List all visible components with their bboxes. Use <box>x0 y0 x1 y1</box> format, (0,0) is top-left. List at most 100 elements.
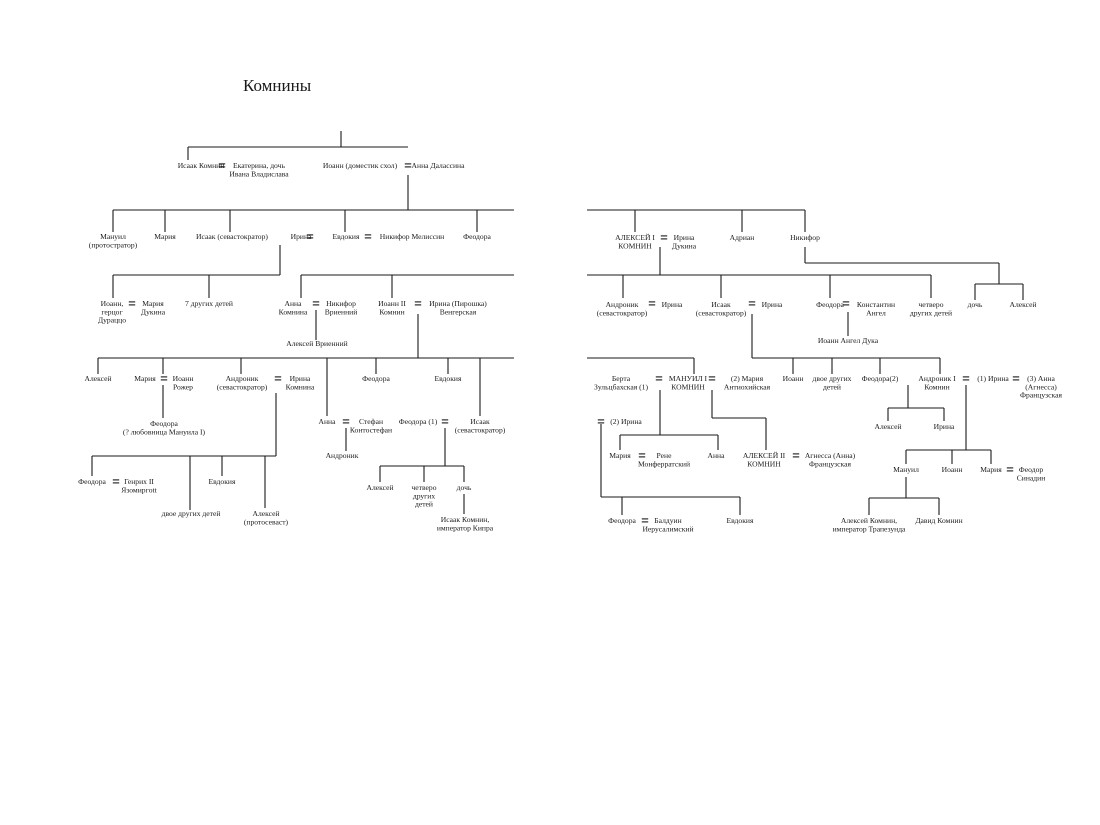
person-label-line: (2) Ирина <box>610 417 642 426</box>
person-label-line: Антиохийская <box>724 382 771 391</box>
person-label-line: Рожер <box>173 382 193 391</box>
person-label-line: Генрих II <box>124 477 154 486</box>
person-label-line: Ирина <box>662 300 683 309</box>
person-label: дочь <box>968 300 983 309</box>
person-label: (2) Ирина <box>610 417 642 426</box>
person-label-line: Давид Комнин <box>915 516 962 525</box>
person-label-line: Иоанн Ангел Дука <box>818 336 879 345</box>
person-label-line: Феодора <box>150 419 178 428</box>
marriage-sign <box>160 376 168 381</box>
person-label: Исаак Комнин,император Кипра <box>437 515 494 532</box>
person-label: Алексей <box>1009 300 1036 309</box>
person-label-line: Ирина <box>762 300 783 309</box>
person-label-line: Андроник I <box>918 374 956 383</box>
person-label-line: Анна <box>285 299 303 308</box>
person-label-line: МАНУИЛ I <box>669 374 708 383</box>
marriage-sign <box>112 479 120 484</box>
person-label-line: Исаак Комнин <box>178 161 225 170</box>
person-label-line: Мария <box>134 374 156 383</box>
person-label-line: Феодора(2) <box>862 374 899 383</box>
person-label: Агнесса (Анна)Французская <box>805 451 856 468</box>
person-label-line: Екатерина, дочь <box>233 161 285 170</box>
marriage-sign <box>274 376 282 381</box>
person-label-line: (3) Анна <box>1027 374 1055 383</box>
person-label: Алексей Комнин,император Трапезунда <box>833 516 906 533</box>
person-label-line: Комнина <box>279 307 308 316</box>
person-label: Адриан <box>730 233 755 242</box>
person-label: Евдокия <box>209 477 236 486</box>
person-label-line: Исаак Комнин, <box>441 515 490 524</box>
person-label-line: Французская <box>1020 391 1062 400</box>
marriage-sign <box>641 518 649 523</box>
person-label-line: Язомиргott <box>121 485 157 494</box>
person-label-line: (? любовница Мануила I) <box>123 427 206 436</box>
person-label-line: Алексей <box>252 509 279 518</box>
person-label: Евдокия <box>727 516 754 525</box>
marriage-sign <box>660 235 668 240</box>
person-label-line: (севастократор) <box>696 308 747 317</box>
person-label-line: Андроник <box>226 374 259 383</box>
person-label-line: Ирина <box>934 422 955 431</box>
person-label-line: Анна <box>708 451 726 460</box>
person-label: Мария <box>134 374 156 383</box>
person-label: Ирина <box>662 300 683 309</box>
person-label-line: Вриенний <box>325 307 358 316</box>
person-label-line: Андроник <box>326 451 359 460</box>
person-label: Иоанн <box>783 374 804 383</box>
person-label-line: Алексей <box>84 374 111 383</box>
marriage-sign <box>218 163 226 168</box>
person-label: Исаак Комнин <box>178 161 225 170</box>
person-label-line: Феодора (1) <box>399 417 438 426</box>
person-label-line: 7 других детей <box>185 299 233 308</box>
person-label-line: Алексей Вриенний <box>286 339 348 348</box>
person-label: Алексей <box>366 483 393 492</box>
person-label-line: (протостратор) <box>89 240 138 249</box>
marriage-sign <box>708 376 716 381</box>
person-label: Иоанн <box>942 465 963 474</box>
person-label-line: дочь <box>968 300 983 309</box>
person-label-line: Мария <box>142 299 164 308</box>
marriage-sign <box>1012 376 1020 381</box>
person-label-line: Дураццо <box>98 316 126 325</box>
person-label-line: КОМНИН <box>671 382 705 391</box>
person-label-line: Балдуин <box>654 516 681 525</box>
person-label-line: Анна Далассина <box>412 161 466 170</box>
person-label-line: Ирина <box>674 233 695 242</box>
person-label: Исаак (севастократор) <box>196 232 268 241</box>
person-label-line: дочь <box>457 483 472 492</box>
person-label-line: Евдокия <box>727 516 754 525</box>
person-label-line: (севастократор) <box>217 382 268 391</box>
person-label: Евдокия <box>333 232 360 241</box>
marriage-signs <box>112 163 1020 523</box>
person-label-line: Стефан <box>359 417 383 426</box>
person-label-line: герцог <box>101 307 122 316</box>
person-label-line: Иоанн (доместик схол) <box>323 161 398 170</box>
person-label: двое других детей <box>162 509 221 518</box>
marriage-sign <box>441 419 449 424</box>
person-label-line: четверо <box>918 300 943 309</box>
person-label: Давид Комнин <box>915 516 962 525</box>
person-label: Евдокия <box>435 374 462 383</box>
person-label-line: Анна <box>319 417 337 426</box>
person-label-line: Контостефан <box>350 425 392 434</box>
person-label-line: Иерусалимский <box>642 524 693 533</box>
person-label-line: Иоанн, <box>101 299 124 308</box>
person-label: Феодора <box>362 374 390 383</box>
person-label-line: Рене <box>657 451 673 460</box>
person-label: Мария <box>980 465 1002 474</box>
person-label-line: Дукина <box>141 307 166 316</box>
person-label-line: КОМНИН <box>747 459 781 468</box>
person-label-line: Евдокия <box>435 374 462 383</box>
person-label: Мария <box>154 232 176 241</box>
marriage-sign <box>342 419 350 424</box>
person-label: дочь <box>457 483 472 492</box>
